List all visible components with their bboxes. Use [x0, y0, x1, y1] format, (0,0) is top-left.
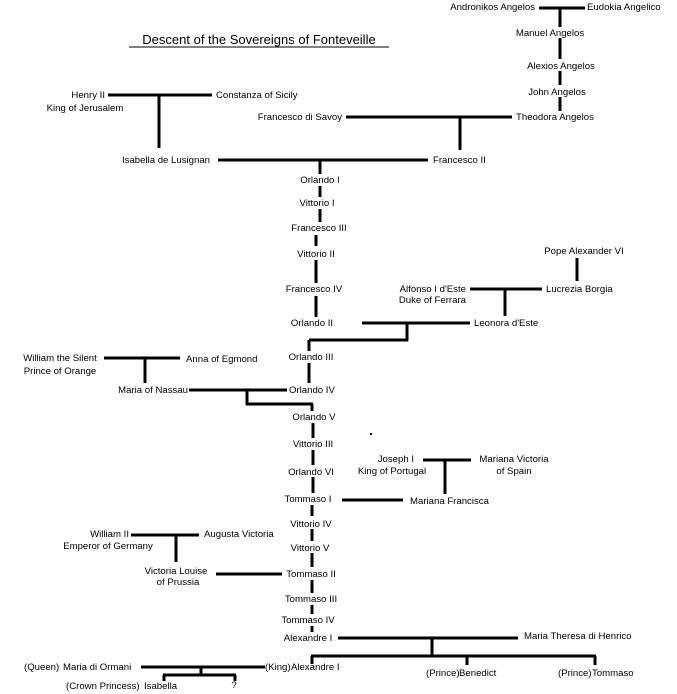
person-tommaso-ii: Tommaso II: [286, 569, 336, 580]
person-henry-ii-title: King of Jerusalem: [47, 103, 124, 114]
person-victoria-louise: Victoria Louise: [145, 566, 208, 577]
person-orlando-vi: Orlando VI: [288, 467, 334, 478]
person-theodora-angelos: Theodora Angelos: [516, 112, 594, 123]
person-maria-of-nassau: Maria of Nassau: [118, 385, 188, 396]
person-leonora-deste: Leonora d'Este: [474, 318, 538, 329]
prince-prefix-tommaso: (Prince): [558, 668, 592, 679]
person-victoria-louise-line2: of Prussia: [157, 577, 200, 588]
person-francesco-di-savoy: Francesco di Savoy: [258, 112, 342, 123]
crown-princess-prefix: (Crown Princess): [66, 681, 140, 692]
person-vittorio-v: Vittorio V: [291, 543, 330, 554]
person-king-alexandre-i: Alexandre I: [291, 662, 340, 673]
diagram-title: Descent of the Sovereigns of Fonteveille: [142, 32, 375, 47]
person-mariana-victoria-line2: of Spain: [496, 466, 531, 477]
person-alfonso-title: Duke of Ferrara: [399, 295, 467, 306]
person-andronikos-angelos: Andronikos Angelos: [450, 2, 535, 13]
person-pope-alexander-vi: Pope Alexander VI: [544, 246, 623, 257]
person-vittorio-iii: Vittorio III: [293, 439, 333, 450]
connector-lines: [104, 6, 597, 681]
stray-dot: [370, 433, 372, 435]
person-tommaso-iv: Tommaso IV: [281, 615, 335, 626]
person-anna-of-egmond: Anna of Egmond: [186, 354, 257, 365]
person-prince-tommaso: Tommaso: [592, 668, 634, 679]
person-orlando-iv: Orlando IV: [289, 385, 335, 396]
person-joseph-i-title: King of Portugal: [358, 466, 426, 477]
person-labels: Andronikos Angelos Eudokia Angelico Manu…: [23, 2, 660, 692]
person-maria-theresa-di-henrico: Maria Theresa di Henrico: [524, 631, 632, 642]
person-constanza-of-sicily: Constanza of Sicily: [216, 90, 298, 101]
person-alexios-angelos: Alexios Angelos: [527, 61, 595, 72]
person-manuel-angelos: Manuel Angelos: [516, 28, 584, 39]
person-francesco-iii: Francesco III: [291, 223, 346, 234]
person-henry-ii: Henry II: [71, 90, 105, 101]
person-isabella: Isabella: [144, 681, 178, 692]
person-william-the-silent-title: Prince of Orange: [24, 366, 97, 377]
king-prefix: (King): [265, 662, 291, 673]
person-eudokia-angelico: Eudokia Angelico: [587, 2, 661, 13]
person-vittorio-ii: Vittorio II: [297, 249, 335, 260]
person-orlando-v: Orlando V: [292, 412, 336, 423]
person-benedict: Benedict: [459, 668, 497, 679]
person-john-angelos: John Angelos: [528, 87, 586, 98]
person-lucrezia-borgia: Lucrezia Borgia: [546, 284, 613, 295]
person-augusta-victoria: Augusta Victoria: [204, 529, 274, 540]
person-tommaso-i: Tommaso I: [285, 494, 332, 505]
person-tommaso-iii: Tommaso III: [285, 594, 337, 605]
person-william-ii: William II: [90, 529, 129, 540]
person-orlando-i: Orlando I: [300, 175, 339, 186]
person-vittorio-iv: Vittorio IV: [290, 519, 332, 530]
person-mariana-victoria: Mariana Victoria: [479, 454, 549, 465]
person-joseph-i: Joseph I: [378, 454, 414, 465]
person-orlando-ii: Orlando II: [291, 318, 333, 329]
person-alexandre-i: Alexandre I: [284, 633, 333, 644]
person-william-the-silent: William the Silent: [23, 353, 97, 364]
person-francesco-iv: Francesco IV: [286, 284, 343, 295]
person-francesco-ii: Francesco II: [433, 155, 486, 166]
person-maria-di-ormani: Maria di Ormani: [63, 662, 131, 673]
person-mariana-francisca: Mariana Francisca: [410, 496, 490, 507]
queen-prefix: (Queen): [24, 662, 59, 673]
person-unknown-child: ?: [231, 680, 236, 691]
person-alfonso-i-deste: Alfonso I d'Este: [400, 284, 466, 295]
person-william-ii-title: Emperor of Germany: [63, 541, 153, 552]
person-orlando-iii: Orlando III: [289, 352, 334, 363]
person-vittorio-i: Vittorio I: [299, 198, 334, 209]
person-isabella-de-lusignan: Isabella de Lusignan: [122, 155, 210, 166]
prince-prefix-benedict: (Prince): [426, 668, 460, 679]
